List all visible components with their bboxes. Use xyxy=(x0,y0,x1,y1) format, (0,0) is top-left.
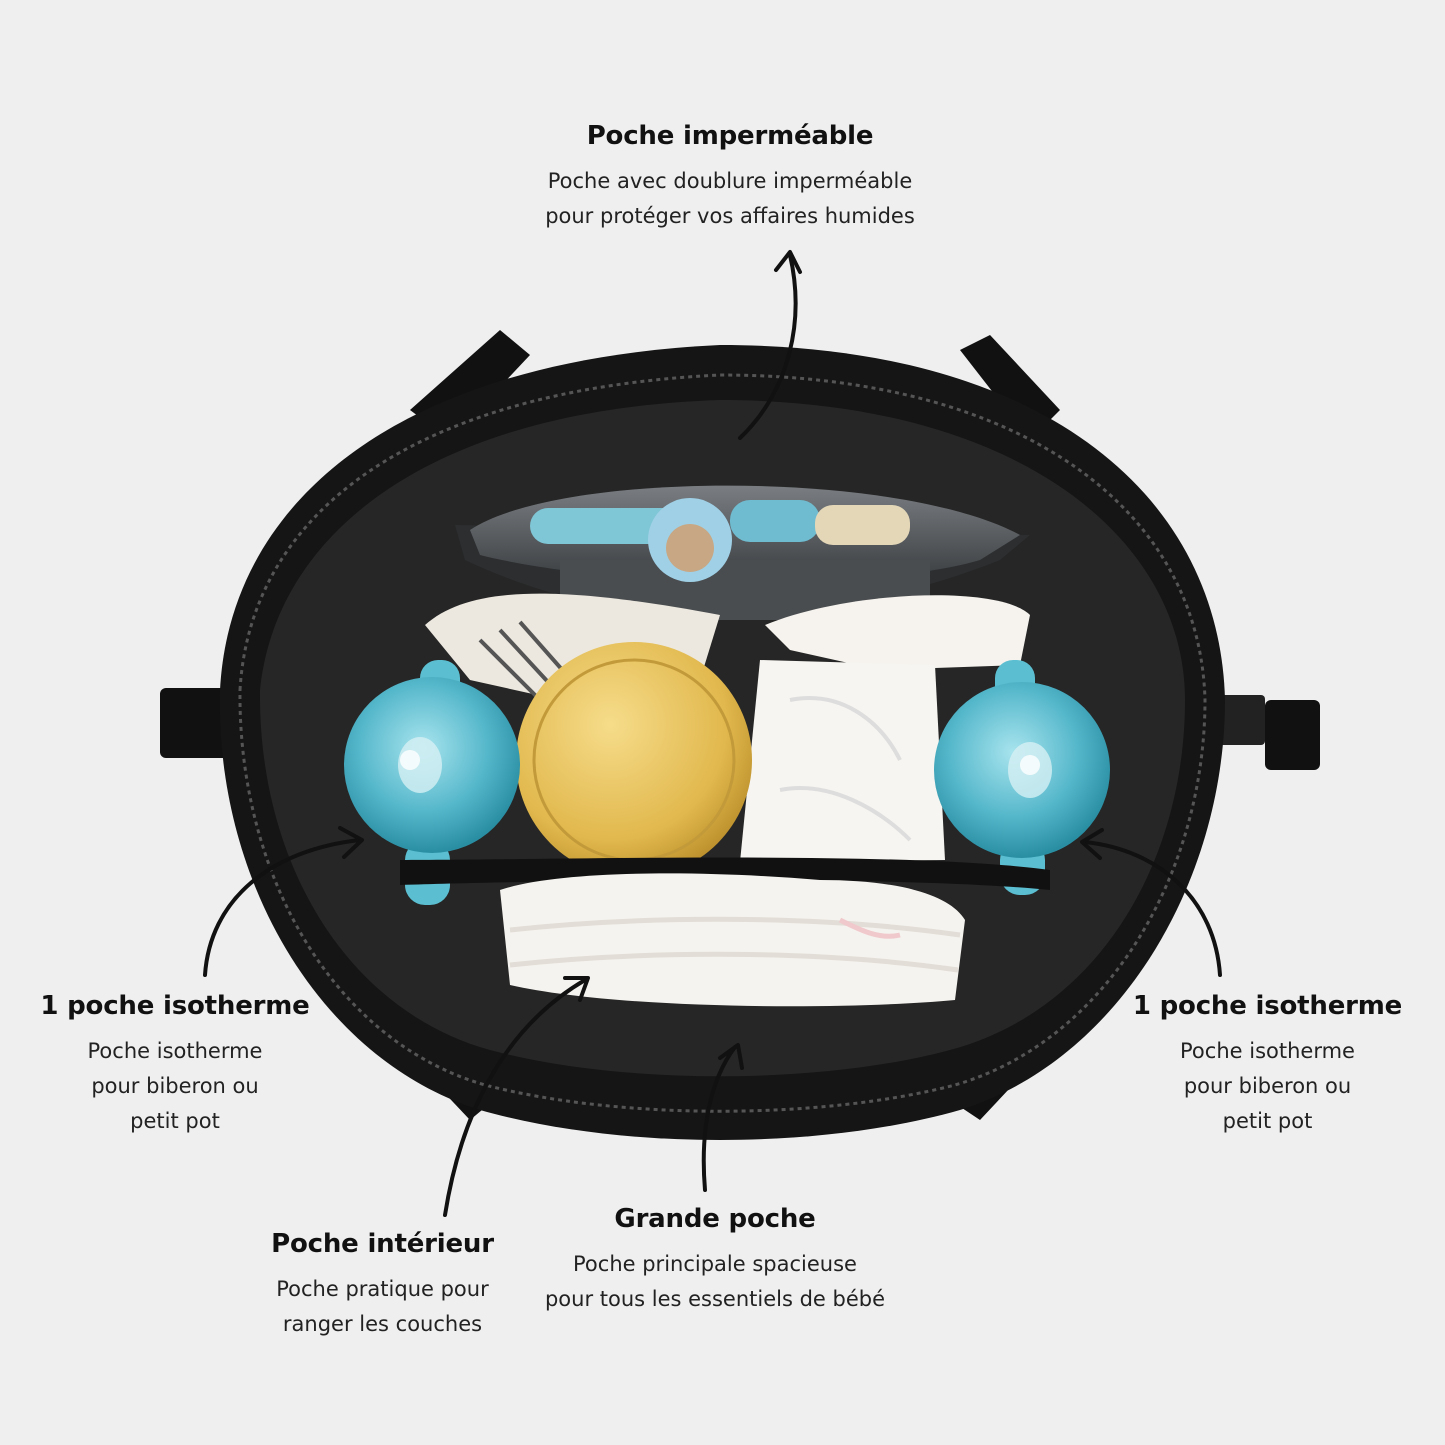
callout-insulated-left: 1 poche isotherme Poche isotherme pour b… xyxy=(30,991,320,1139)
side-strap-right xyxy=(1265,700,1320,770)
callout-title: Poche imperméable xyxy=(586,121,874,151)
callout-title: Grande poche xyxy=(614,1204,816,1234)
callout-description: Poche principale spacieuse pour tous les… xyxy=(544,1251,886,1311)
zipper-pull xyxy=(1215,695,1265,745)
food-container xyxy=(516,642,752,878)
white-cloth xyxy=(765,595,1030,670)
callout-description: Poche isotherme pour biberon ou petit po… xyxy=(1180,1038,1355,1133)
callout-description: Poche avec doublure imperméable pour pro… xyxy=(545,168,915,228)
callout-insulated-right: 1 poche isotherme Poche isotherme pour b… xyxy=(1120,991,1415,1139)
wipes-pack xyxy=(740,660,945,862)
callout-waterproof: Poche imperméable Poche avec doublure im… xyxy=(470,121,990,234)
interior-pocket-edge xyxy=(400,857,1050,890)
callout-main: Grande poche Poche principale spacieuse … xyxy=(510,1204,920,1317)
arrow-main-icon xyxy=(701,1043,744,1192)
callout-title: 1 poche isotherme xyxy=(1132,991,1403,1021)
arrow-waterproof-icon xyxy=(738,250,802,440)
callout-title: 1 poche isotherme xyxy=(40,991,310,1021)
teether-toy xyxy=(530,498,910,582)
arrow-interior-icon xyxy=(443,976,590,1217)
side-strap-left xyxy=(160,688,230,758)
arrow-insulated-left-icon xyxy=(203,826,364,977)
arrow-insulated-right-icon xyxy=(1080,828,1222,977)
diapers xyxy=(500,873,965,1007)
callout-title: Poche intérieur xyxy=(271,1229,494,1259)
callout-description: Poche pratique pour ranger les couches xyxy=(276,1276,489,1336)
callout-description: Poche isotherme pour biberon ou petit po… xyxy=(87,1038,263,1133)
callout-interior: Poche intérieur Poche pratique pour rang… xyxy=(240,1229,525,1342)
